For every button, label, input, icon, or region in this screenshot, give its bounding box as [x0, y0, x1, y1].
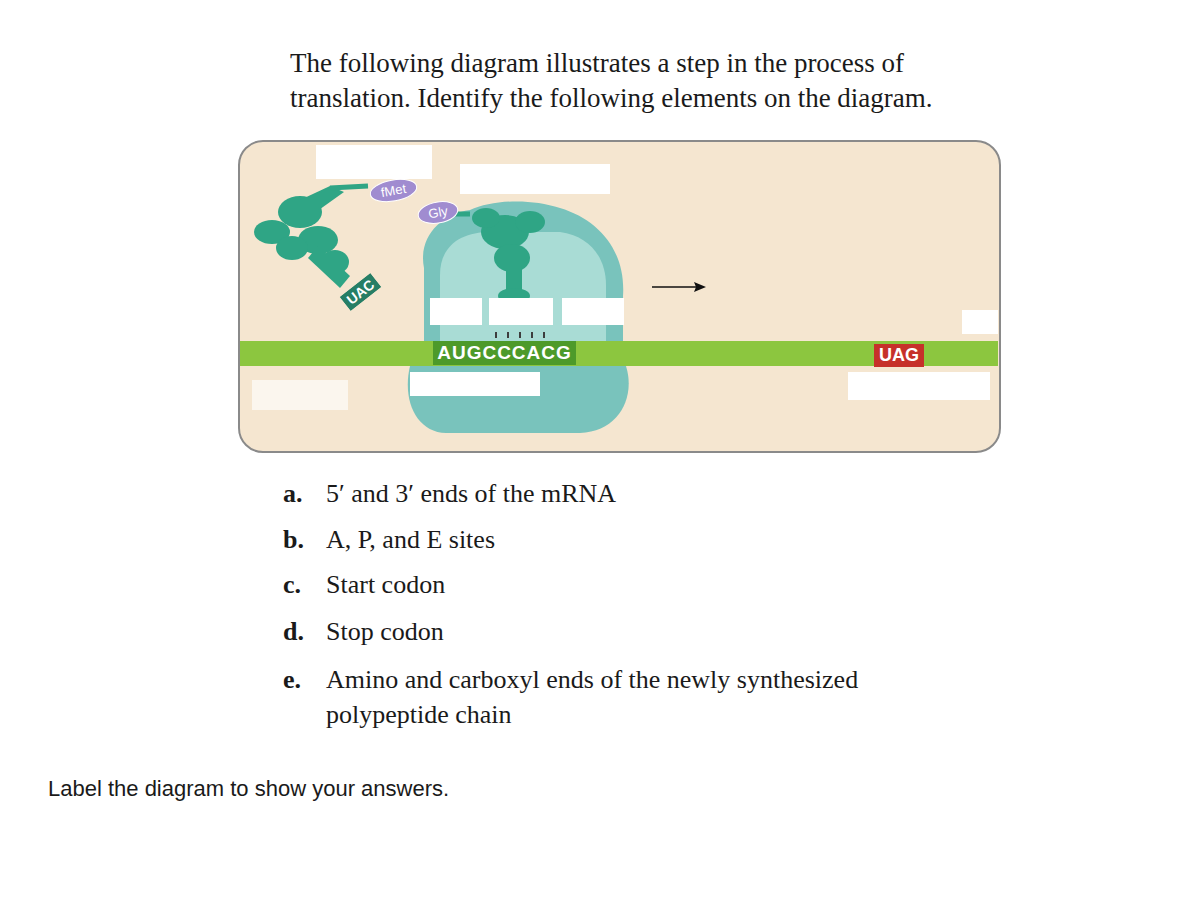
illustration-part	[308, 246, 350, 288]
node-text: UAG	[879, 345, 919, 366]
illustration-part	[652, 286, 698, 288]
illustration-part	[848, 372, 990, 400]
illustration-part	[962, 310, 998, 334]
illustration-part	[519, 332, 521, 338]
illustration-part	[472, 208, 545, 304]
illustration-part	[430, 298, 482, 325]
illustration-part	[276, 236, 308, 260]
illustration-part	[507, 332, 509, 338]
mrna-codons: AUGCCCACG	[433, 341, 576, 365]
item-letter: a.	[283, 476, 323, 511]
item-letter: e.	[283, 662, 323, 697]
illustration-part	[543, 332, 545, 338]
item-text: A, P, and E sites	[326, 522, 976, 557]
illustration-part	[240, 341, 998, 366]
bead-outline	[368, 176, 418, 205]
illustration-part	[496, 332, 544, 338]
item-letter: d.	[283, 614, 323, 649]
node-text: AUGCCCACG	[437, 342, 572, 364]
illustration-part	[410, 372, 540, 396]
stop-codon: UAG	[874, 344, 924, 367]
illustration-part	[252, 145, 998, 410]
node-text: Gly	[427, 203, 449, 221]
bead-outline	[416, 198, 459, 226]
codon-fill	[339, 273, 381, 311]
item-text: Stop codon	[326, 614, 976, 649]
item-text: Start codon	[326, 567, 976, 602]
item-text: Amino and carboxyl ends of the newly syn…	[326, 662, 976, 732]
illustration-part	[423, 201, 623, 341]
illustration-part	[495, 332, 497, 338]
illustration-part	[694, 282, 706, 292]
illustration-part	[489, 298, 553, 325]
item-letter: c.	[283, 567, 323, 602]
illustration-part	[562, 298, 624, 325]
illustration-part	[408, 366, 629, 433]
illustration-part	[252, 380, 348, 410]
illustration-part	[472, 208, 500, 228]
illustration-part	[330, 186, 368, 188]
item-letter: b.	[283, 522, 323, 557]
illustration-part	[316, 145, 432, 179]
codon-fill	[433, 341, 576, 365]
illustration-part	[460, 164, 610, 194]
illustration-part	[531, 332, 533, 338]
question-heading: The following diagram illustrates a step…	[290, 46, 1010, 116]
instruction: Label the diagram to show your answers.	[48, 774, 948, 804]
illustration-part	[239, 141, 1000, 452]
item-text: 5′ and 3′ ends of the mRNA	[326, 476, 976, 511]
illustration-part	[254, 186, 350, 288]
illustration-part	[515, 211, 545, 233]
codon-fill	[874, 344, 924, 367]
